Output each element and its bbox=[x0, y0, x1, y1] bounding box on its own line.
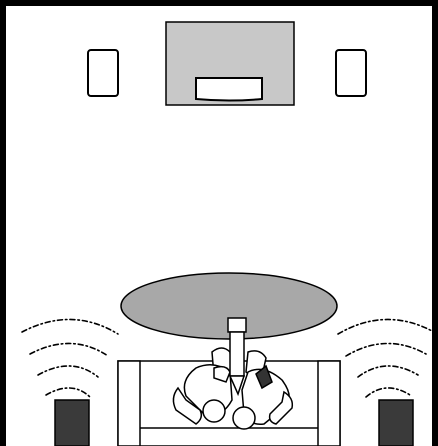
surround-right-speaker bbox=[378, 399, 414, 446]
front-left-speaker bbox=[87, 49, 119, 97]
sound-waves-left bbox=[21, 318, 119, 398]
listener-right bbox=[232, 350, 294, 430]
remote-device bbox=[227, 317, 247, 397]
tv bbox=[165, 21, 295, 106]
front-right-speaker bbox=[335, 49, 367, 97]
sound-waves-right bbox=[337, 318, 435, 398]
surround-left-speaker bbox=[54, 399, 90, 446]
coffee-table bbox=[120, 272, 338, 340]
center-speaker bbox=[195, 77, 263, 102]
